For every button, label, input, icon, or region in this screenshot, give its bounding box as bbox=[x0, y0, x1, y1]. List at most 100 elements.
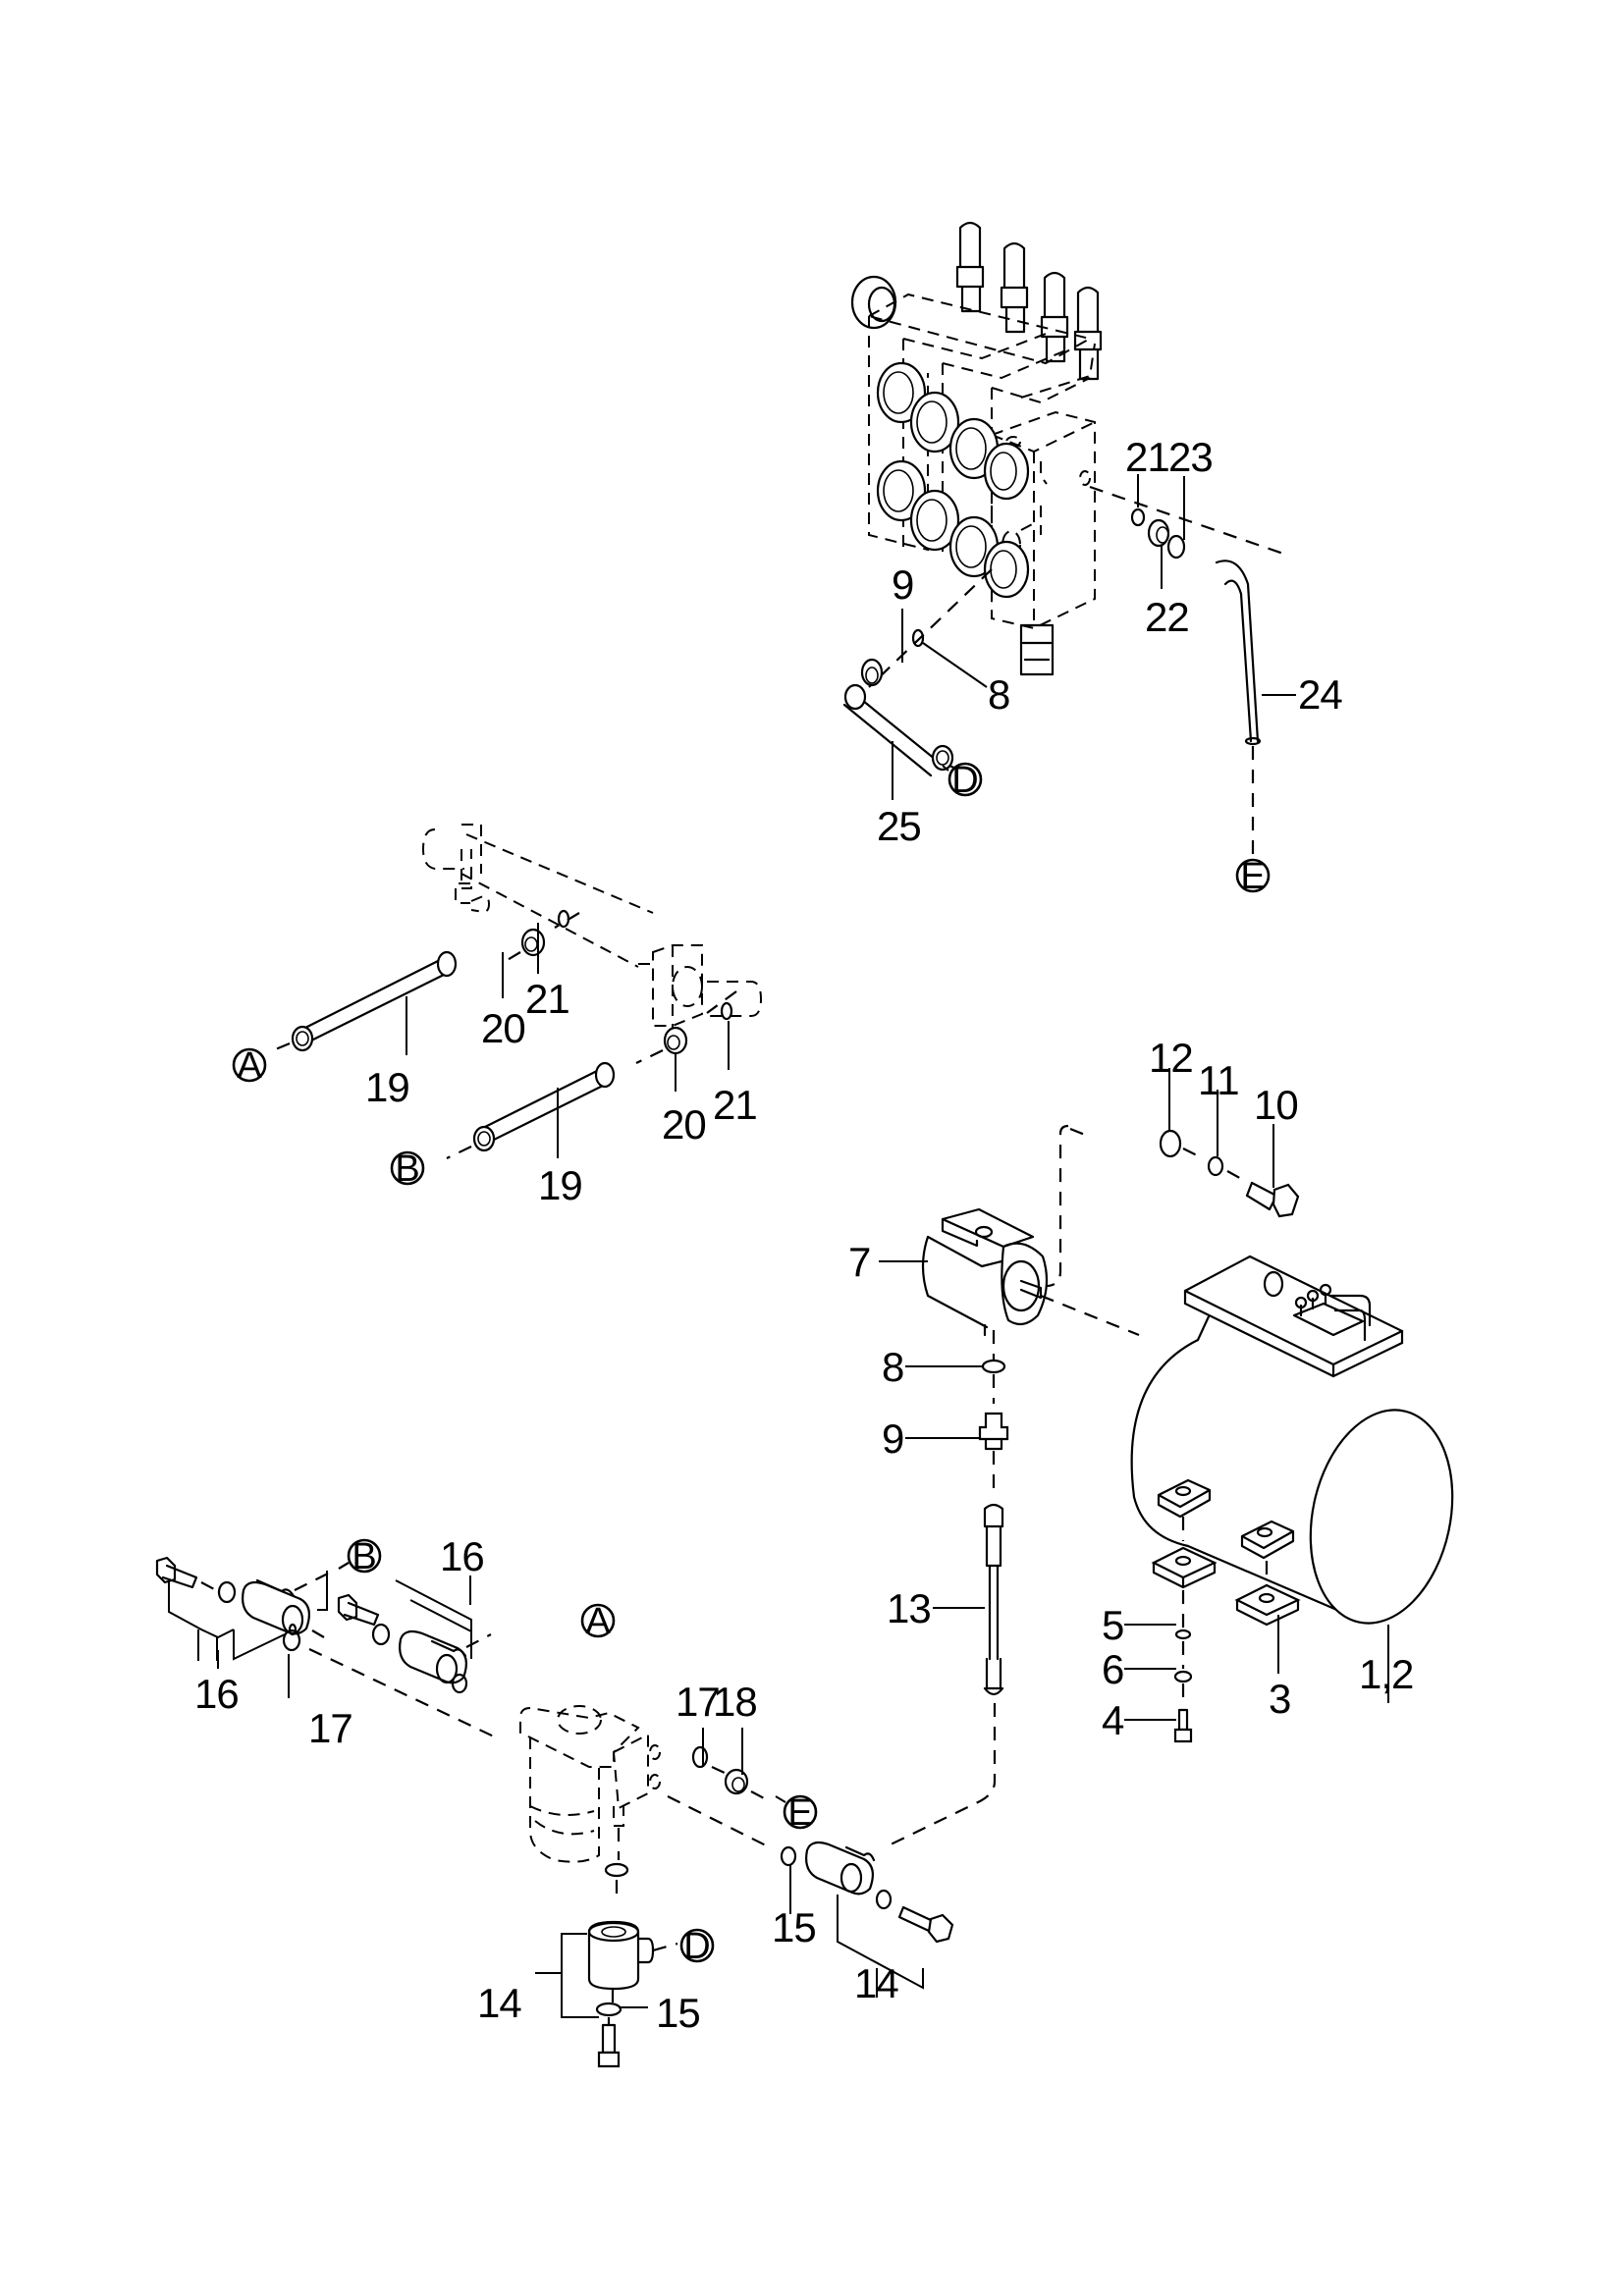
callout-16-right: 16 bbox=[440, 1533, 484, 1579]
banjo-fitting-16-a bbox=[337, 1593, 492, 1694]
callout-9-pump: 9 bbox=[882, 1415, 903, 1462]
ref-circle-B-cylinder: B bbox=[390, 1148, 425, 1190]
callout-21-lower: 21 bbox=[713, 1082, 757, 1128]
steering-port-fittings bbox=[667, 1745, 797, 1867]
callout-14-left: 14 bbox=[477, 1980, 521, 2026]
callout-20-lower: 20 bbox=[662, 1101, 706, 1148]
pump-outlet-fittings bbox=[978, 1330, 1009, 1497]
callout-12: 12 bbox=[1149, 1035, 1193, 1081]
callout-7: 7 bbox=[848, 1239, 870, 1285]
svg-text:E: E bbox=[1240, 856, 1265, 897]
callout-4: 4 bbox=[1102, 1697, 1124, 1743]
cylinder-line-lower bbox=[446, 990, 737, 1159]
callout-9-valve: 9 bbox=[892, 561, 913, 608]
steering-unit bbox=[519, 1705, 661, 1899]
steering-callout-leaders bbox=[168, 1571, 924, 2018]
callout-17-left: 17 bbox=[308, 1705, 352, 1751]
clamp-23 bbox=[1166, 534, 1186, 560]
callout-22: 22 bbox=[1145, 594, 1189, 640]
callout-15-lower: 15 bbox=[656, 1990, 700, 2036]
valve-outlet-centerline bbox=[1089, 485, 1287, 557]
o-ring-21 bbox=[1130, 507, 1146, 527]
callout-19-lower: 19 bbox=[538, 1162, 582, 1208]
valve-port-bosses bbox=[850, 275, 1030, 599]
hose-13 bbox=[888, 1503, 1004, 1846]
o-ring-21-a bbox=[557, 909, 570, 929]
hose-24 bbox=[1215, 560, 1260, 743]
callout-25: 25 bbox=[877, 803, 921, 849]
valve-spool-stems bbox=[955, 221, 1103, 381]
o-ring-8-pump bbox=[981, 1359, 1006, 1374]
hydraulic-pump-7 bbox=[921, 1207, 1049, 1337]
banjo-fitting-14-right bbox=[805, 1841, 954, 1944]
pump-tank-centerline bbox=[1040, 1294, 1140, 1337]
hose-19-a bbox=[291, 950, 458, 1052]
lock-washer-11 bbox=[1207, 1155, 1224, 1177]
steering-cylinder bbox=[421, 824, 763, 1029]
adapter-fitting-18 bbox=[724, 1768, 749, 1795]
washer-17-b bbox=[282, 1629, 301, 1652]
svg-text:B: B bbox=[395, 1148, 419, 1190]
callout-18: 18 bbox=[713, 1679, 757, 1725]
pump-mount-bolts bbox=[1045, 1124, 1300, 1288]
washer-6 bbox=[1173, 1670, 1193, 1683]
svg-text:E: E bbox=[787, 1792, 812, 1834]
callout-14-right: 14 bbox=[854, 1960, 898, 2006]
callout-23: 23 bbox=[1168, 434, 1213, 480]
hydraulic-tank bbox=[1130, 1255, 1454, 1625]
svg-text:B: B bbox=[352, 1536, 376, 1577]
svg-text:D: D bbox=[951, 760, 978, 801]
callout-6: 6 bbox=[1102, 1646, 1123, 1692]
svg-text:A: A bbox=[237, 1045, 262, 1087]
banjo-fitting-14-lower bbox=[587, 1920, 678, 2068]
washer-5 bbox=[1174, 1629, 1192, 1640]
bolt-4 bbox=[1173, 1708, 1193, 1743]
adapter-fitting-9 bbox=[860, 658, 884, 687]
valve-body bbox=[866, 293, 1096, 676]
callout-8-valve: 8 bbox=[988, 671, 1009, 718]
callout-8-pump: 8 bbox=[882, 1344, 903, 1390]
ref-circle-E-steering: E bbox=[775, 1792, 818, 1834]
o-ring-21-b bbox=[720, 1001, 733, 1021]
callout-10: 10 bbox=[1254, 1082, 1298, 1128]
ref-circle-A-steering: A bbox=[580, 1601, 616, 1642]
washer-17-a bbox=[691, 1745, 709, 1769]
washer-12 bbox=[1159, 1129, 1182, 1158]
svg-text:A: A bbox=[585, 1601, 611, 1642]
pump-tank-callout-leaders bbox=[879, 1068, 1389, 1721]
callout-5: 5 bbox=[1102, 1602, 1123, 1648]
svg-text:D: D bbox=[683, 1926, 710, 1967]
callout-11: 11 bbox=[1198, 1057, 1239, 1103]
callout-20-upper: 20 bbox=[481, 1005, 525, 1051]
cylinder-callout-leaders bbox=[406, 923, 730, 1158]
adapter-fitting-20-b bbox=[663, 1026, 688, 1055]
callout-21-valve: 21 bbox=[1125, 434, 1169, 480]
control-valve-assembly bbox=[842, 221, 1287, 859]
o-ring-8 bbox=[911, 628, 925, 648]
callout-21-upper: 21 bbox=[525, 976, 569, 1022]
callout-16-left: 16 bbox=[194, 1671, 239, 1717]
callout-19-upper: 19 bbox=[365, 1064, 409, 1110]
callout-24: 24 bbox=[1298, 671, 1342, 718]
valve-callout-leaders bbox=[892, 474, 1296, 800]
ref-circle-B-steering: B bbox=[338, 1536, 382, 1577]
callout-13: 13 bbox=[887, 1585, 931, 1631]
adapter-fitting-9-pump bbox=[978, 1412, 1009, 1451]
callout-3: 3 bbox=[1269, 1676, 1290, 1722]
hose-19-b bbox=[472, 1061, 616, 1152]
bolt-10 bbox=[1245, 1181, 1300, 1218]
ref-circle-D-valve: D bbox=[942, 760, 983, 801]
adapter-fitting-20-a bbox=[520, 928, 546, 957]
banjo-fitting-16-b bbox=[155, 1556, 335, 1638]
tank-mounting-hardware bbox=[1151, 1517, 1301, 1743]
callout-1-2: 1,2 bbox=[1359, 1651, 1413, 1697]
hose-25 bbox=[842, 683, 954, 777]
ref-circle-E-valve: E bbox=[1235, 856, 1271, 897]
callout-17-right: 17 bbox=[676, 1679, 720, 1725]
adapter-fitting-22 bbox=[1147, 518, 1170, 548]
callout-15-right: 15 bbox=[772, 1904, 816, 1950]
ref-circle-D-steering: D bbox=[679, 1926, 715, 1967]
ref-circle-A-cylinder: A bbox=[232, 1045, 267, 1087]
washer-15-right bbox=[780, 1845, 797, 1867]
